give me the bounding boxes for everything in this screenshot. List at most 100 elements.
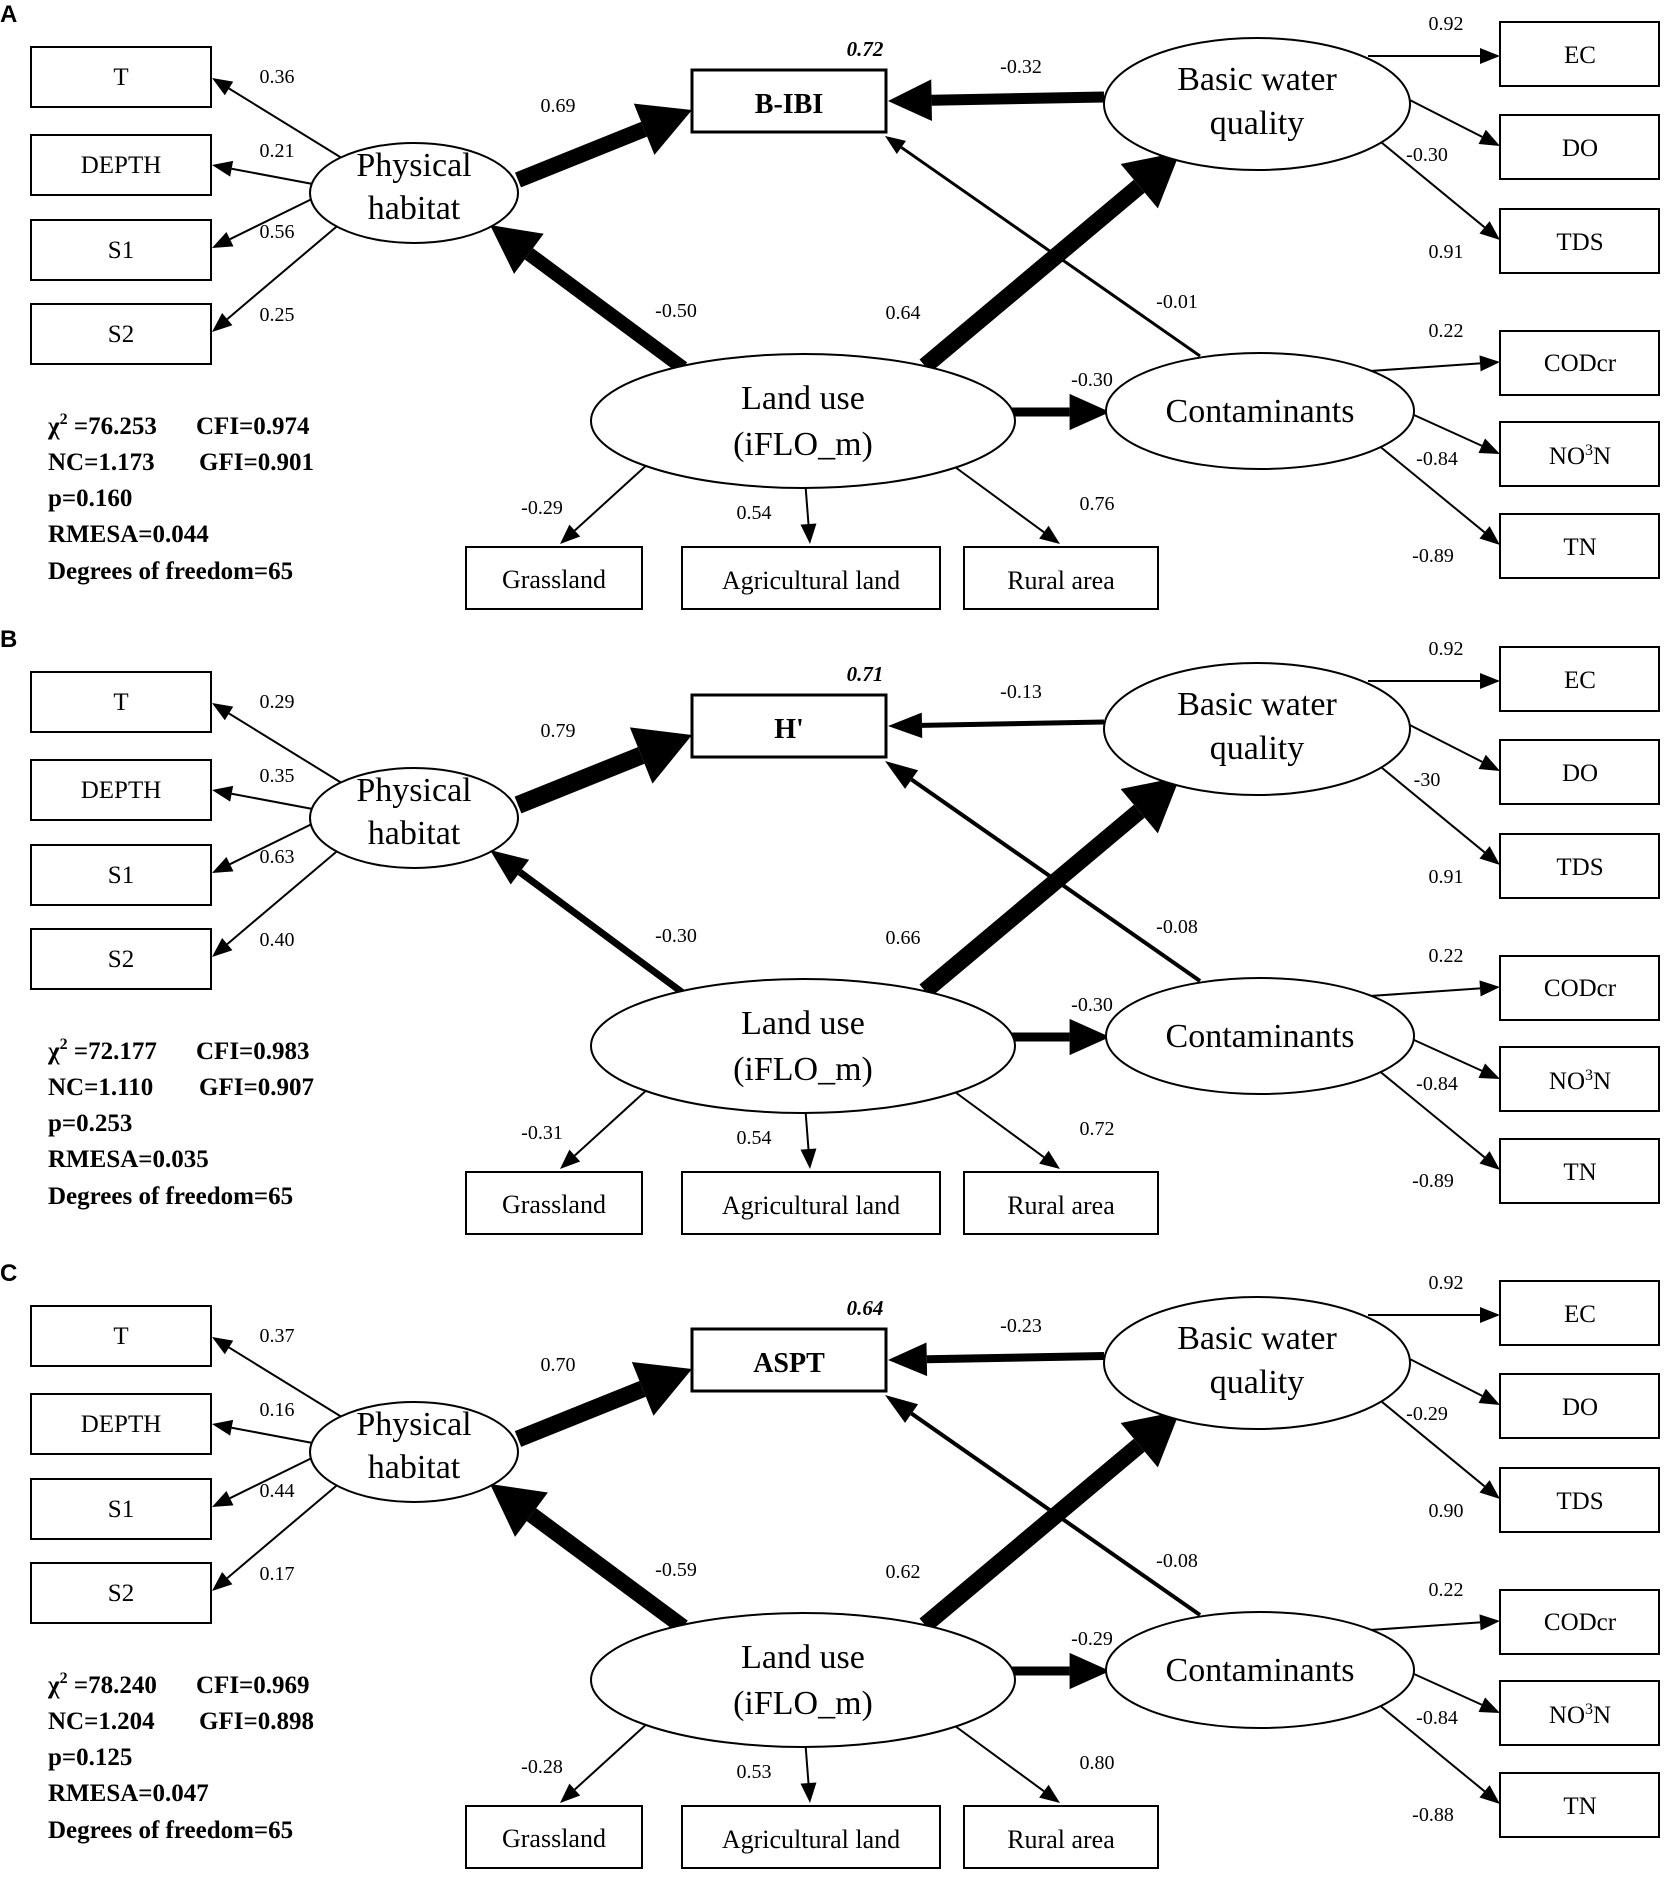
bwq-indicator-box (1499, 1373, 1660, 1439)
ph-indicator-box (30, 928, 212, 990)
lu-grassland-arrow (560, 461, 651, 544)
path-ph-to-outcome (515, 103, 692, 188)
latent-label: Land use (741, 380, 865, 417)
bwq-loading-value: 0.92 (1429, 638, 1464, 660)
bwq-indicator-label: EC (1564, 42, 1596, 69)
outcome-label: B-IBI (755, 89, 823, 120)
ph-indicator-arrow (212, 1454, 319, 1507)
lu-indicator-label: Grassland (502, 565, 606, 594)
lu-indicator-label: Agricultural land (722, 566, 900, 595)
bwq-do-arrow (1397, 718, 1500, 771)
lu-loading-value: -0.29 (521, 497, 563, 519)
con-indicator-box (1499, 955, 1660, 1021)
lu-loading-value: 0.53 (737, 1761, 772, 1783)
con-codcr-arrow (1369, 980, 1500, 997)
lu-indicator-box (681, 1171, 941, 1235)
fit-nc: NC=1.173 (48, 449, 155, 476)
latent-label: habitat (368, 190, 461, 227)
con-codcr-arrow (1369, 355, 1500, 372)
path-ph-to-outcome (514, 727, 692, 814)
bwq-ec-arrow (1368, 673, 1500, 689)
ph-indicator-arrow (212, 1337, 346, 1420)
lu-indicator-box (465, 1171, 643, 1235)
ph-loading-value: 0.16 (260, 1399, 295, 1421)
lu-loading-value: -0.28 (521, 1756, 563, 1778)
latent-label: Physical (356, 147, 471, 184)
fit-gfi: GFI=0.907 (199, 1074, 314, 1101)
latent-label: quality (1210, 730, 1304, 767)
latent-label: Contaminants (1166, 393, 1355, 430)
path-lu-to-con (1010, 1018, 1110, 1056)
outcome-r2: 0.72 (847, 37, 884, 61)
path-coefficient: -0.29 (1071, 1628, 1113, 1650)
outcome-r2: 0.71 (847, 662, 884, 686)
con-indicator-box (1499, 1680, 1660, 1746)
con-indicator-box (1499, 421, 1660, 487)
fit-gfi: GFI=0.901 (199, 449, 314, 476)
con-loading-value: 0.22 (1429, 945, 1464, 967)
con-no3n-arrow (1413, 1673, 1500, 1713)
path-coefficient: -0.50 (655, 300, 697, 322)
latent-land-use (590, 353, 1016, 489)
bwq-loading-value: 0.91 (1429, 866, 1464, 888)
bwq-tds-arrow (1375, 1396, 1500, 1499)
lu-loading-value: 0.54 (737, 1127, 772, 1149)
fit-p: p=0.160 (48, 485, 132, 512)
ph-indicator-box (30, 219, 212, 281)
latent-contaminants (1105, 352, 1415, 470)
latent-label: Basic water (1177, 61, 1337, 98)
ph-indicator-box (30, 844, 212, 906)
lu-indicator-box (963, 1805, 1159, 1869)
con-indicator-label: TN (1563, 1793, 1596, 1820)
bwq-indicator-box (1499, 208, 1660, 274)
ph-loading-value: 0.17 (260, 1563, 295, 1585)
path-bwq-to-outcome (888, 79, 1105, 122)
ph-indicator-arrow (212, 78, 346, 161)
bwq-ec-arrow (1368, 1307, 1500, 1323)
con-indicator-box (1499, 330, 1660, 396)
con-indicator-label: TN (1563, 534, 1596, 561)
ph-loading-value: 0.40 (260, 929, 295, 951)
latent-label: habitat (368, 815, 461, 852)
bwq-indicator-box (1499, 739, 1660, 805)
bwq-ec-arrow (1368, 48, 1500, 64)
ph-indicator-box (30, 303, 212, 365)
latent-label: Physical (356, 772, 471, 809)
latent-label: Land use (741, 1005, 865, 1042)
path-coefficient: -0.01 (1156, 291, 1198, 313)
bwq-loading-value: 0.91 (1429, 241, 1464, 263)
ph-indicator-label: T (113, 64, 128, 91)
path-lu-to-ph (490, 1484, 688, 1634)
latent-label: Basic water (1177, 686, 1337, 723)
bwq-loading-value: -0.30 (1406, 144, 1448, 166)
latent-label: Contaminants (1166, 1652, 1355, 1689)
ph-loading-value: 0.44 (260, 1480, 295, 1502)
lu-loading-value: -0.31 (521, 1122, 563, 1144)
lu-indicator-box (465, 546, 643, 610)
lu-indicator-label: Agricultural land (722, 1191, 900, 1220)
bwq-indicator-box (1499, 833, 1660, 899)
ph-indicator-label: S2 (108, 946, 134, 973)
ph-indicator-label: DEPTH (81, 1411, 162, 1438)
outcome-box (690, 693, 888, 759)
ph-loading-value: 0.25 (260, 304, 295, 326)
con-loading-value: -0.89 (1412, 545, 1454, 567)
bwq-loading-value: -0.29 (1406, 1403, 1448, 1425)
lu-indicator-label: Rural area (1007, 1191, 1115, 1220)
lu-indicator-box (681, 1805, 941, 1869)
lu-indicator-box (465, 1805, 643, 1869)
bwq-loading-value: 0.90 (1429, 1500, 1464, 1522)
fit-nc: NC=1.204 (48, 1708, 155, 1735)
ph-indicator-arrow (212, 703, 346, 786)
latent-label: Contaminants (1166, 1018, 1355, 1055)
latent-label: (iFLO_m) (733, 426, 873, 463)
con-no3n-arrow (1413, 414, 1500, 454)
con-loading-value: -0.84 (1416, 1073, 1458, 1095)
latent-contaminants (1105, 1611, 1415, 1729)
